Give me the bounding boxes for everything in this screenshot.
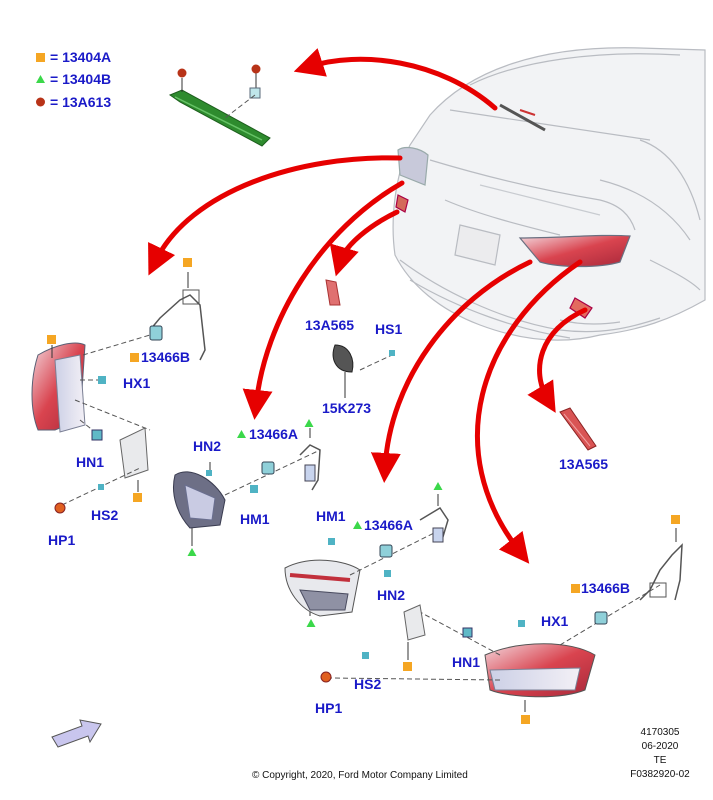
fastener-triangle-icon [187, 548, 197, 556]
figure-metadata: 4170305 06-2020 TE F0382920-02 [615, 726, 705, 782]
label-13a565-right: 13A565 [559, 456, 608, 472]
label-13a565-top: 13A565 [305, 317, 354, 333]
arrow-to-high-mount-lamp [293, 48, 498, 111]
label-hx1-left: HX1 [123, 375, 150, 391]
fastener-triangle-icon [304, 419, 314, 427]
label-hn2-mid: HN2 [193, 438, 221, 454]
right-liftgate-lamp-assembly [284, 482, 449, 627]
legend-ref-square-icon [571, 584, 580, 593]
label-hn2-right: HN2 [377, 587, 405, 603]
label-hs2-left: HS2 [91, 507, 118, 523]
legend-ref-triangle-icon [353, 521, 362, 529]
high-mount-stop-lamp [168, 64, 271, 147]
label-hp1-left: HP1 [48, 532, 75, 548]
view-direction-arrow-icon [51, 719, 102, 748]
figure-date: 06-2020 [641, 741, 679, 752]
arrow-to-right-liftgate-lamp [370, 259, 533, 483]
legend-text-square: = 13404A [50, 49, 111, 65]
label-13466b-right: 13466B [581, 580, 630, 596]
fastener-square-icon [671, 515, 680, 524]
label-hs1: HS1 [375, 321, 402, 337]
fastener-square-icon [403, 662, 412, 671]
legend-triangle-icon [36, 75, 45, 83]
label-13466a-right: 13466A [364, 517, 413, 533]
arrow-to-top-reflector [329, 209, 400, 277]
fastener-square-icon [47, 335, 56, 344]
label-13466b-left: 13466B [141, 349, 190, 365]
right-tail-lamp-assembly [320, 515, 683, 724]
fastener-square-icon [521, 715, 530, 724]
left-tail-lamp-assembly [31, 258, 206, 514]
fastener-triangle-icon [433, 482, 443, 490]
fastener-square-icon [183, 258, 192, 267]
copyright-text: © Copyright, 2020, Ford Motor Company Li… [252, 770, 468, 781]
legend-ref-triangle-icon [237, 430, 246, 438]
fastener-triangle-icon [306, 619, 316, 627]
part-labels: HX1 HN1 HS2 HP1 13466B HN2 13466A HM1 13… [48, 317, 630, 716]
fastener-circle-icon [177, 68, 187, 78]
fastener-nut-icon [54, 502, 66, 514]
figure-id: F0382920-02 [630, 769, 690, 780]
label-hm1-mid: HM1 [240, 511, 270, 527]
legend: = 13404A = 13404B = 13A613 [36, 49, 111, 110]
label-hs2-right: HS2 [354, 676, 381, 692]
arrow-to-left-tail-lamp [148, 155, 403, 276]
figure-number: 4170305 [640, 727, 680, 738]
legend-text-circle: = 13A613 [50, 94, 111, 110]
legend-circle-icon [36, 97, 45, 107]
fastener-square-icon [133, 493, 142, 502]
fastener-circle-icon [251, 64, 261, 74]
label-15k273: 15K273 [322, 400, 371, 416]
vehicle-rear-illustration [392, 47, 706, 341]
label-hp1-right: HP1 [315, 700, 342, 716]
arrow-to-right-tail-lamp [475, 259, 583, 564]
figure-code: TE [653, 755, 667, 766]
label-13466a-mid: 13466A [249, 426, 298, 442]
fastener-nut-icon [320, 671, 332, 683]
callout-arrows [148, 48, 588, 564]
label-hx1-right: HX1 [541, 613, 568, 629]
left-liftgate-lamp-assembly [173, 419, 321, 556]
legend-text-triangle: = 13404B [50, 71, 111, 87]
legend-square-icon [36, 53, 45, 62]
label-hn1-right: HN1 [452, 654, 480, 670]
right-reflector [559, 407, 597, 451]
reflector-and-bracket [325, 279, 395, 398]
label-hm1-right: HM1 [316, 508, 346, 524]
legend-ref-square-icon [130, 353, 139, 362]
arrow-to-right-reflector [527, 307, 588, 413]
arrow-to-left-liftgate-lamp [242, 180, 405, 420]
label-hn1-left: HN1 [76, 454, 104, 470]
